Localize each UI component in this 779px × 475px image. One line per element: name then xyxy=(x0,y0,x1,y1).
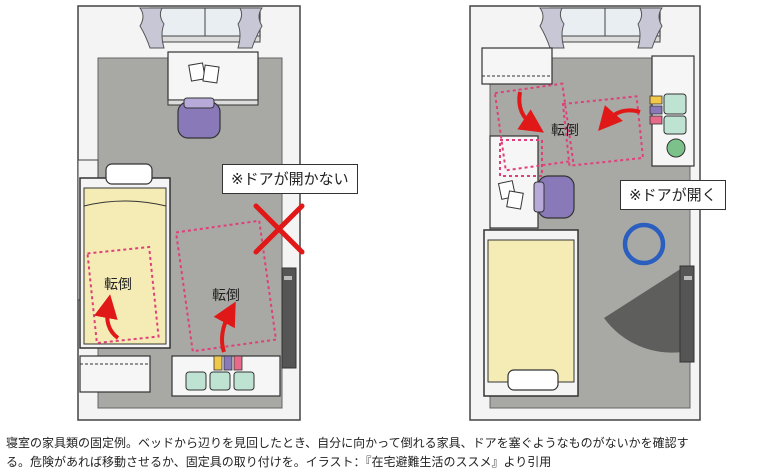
right-callout-door-opens: ※ドアが開く xyxy=(620,180,726,210)
left-low-shelf xyxy=(79,355,151,393)
left-tip-zone-bookshelf xyxy=(174,219,278,353)
caption-line-2: る。危険があれば移動させるか、固定具の取り付けを。イラスト：『在宅避難生活のスス… xyxy=(6,455,552,469)
right-room xyxy=(469,5,701,421)
left-room xyxy=(77,5,305,421)
right-tip-zone-bookshelf xyxy=(561,95,645,167)
right-door xyxy=(604,265,695,363)
figure-caption: 寝室の家具類の固定例。ベッドから辺りを見回したとき、自分に向かって倒れる家具、ド… xyxy=(6,434,776,472)
right-fall-arrow-2 xyxy=(598,105,641,132)
bedroom-illustration: 転倒 転倒 ※ドアが開かない 転倒 ※ドアが開く xyxy=(77,5,726,421)
left-tip-zone-bed-shelf xyxy=(86,245,160,345)
left-door xyxy=(281,267,297,369)
left-bookshelf xyxy=(171,355,281,397)
right-fall-arrow-1 xyxy=(517,91,544,133)
right-low-shelf xyxy=(481,47,553,85)
right-bed xyxy=(483,229,579,397)
right-tip-zone-desk xyxy=(499,139,543,177)
left-fall-label-2: 転倒 xyxy=(212,288,240,304)
left-desk xyxy=(167,51,259,106)
left-fall-arrow-2 xyxy=(213,301,236,353)
right-fall-label: 転倒 xyxy=(551,123,579,139)
circle-icon xyxy=(622,222,666,266)
right-tip-zone-shelf xyxy=(493,82,575,172)
left-callout-door-blocked: ※ドアが開かない xyxy=(222,164,358,194)
right-bookshelf xyxy=(649,55,695,167)
left-chair xyxy=(177,97,221,139)
left-window xyxy=(139,7,263,49)
cross-icon xyxy=(253,203,305,255)
left-fall-arrow-1 xyxy=(94,294,120,340)
left-fall-label-1: 転倒 xyxy=(104,277,132,293)
right-chair xyxy=(533,175,575,219)
caption-line-1: 寝室の家具類の固定例。ベッドから辺りを見回したとき、自分に向かって倒れる家具、ド… xyxy=(6,436,689,450)
right-desk xyxy=(489,135,539,229)
right-window xyxy=(539,7,663,49)
